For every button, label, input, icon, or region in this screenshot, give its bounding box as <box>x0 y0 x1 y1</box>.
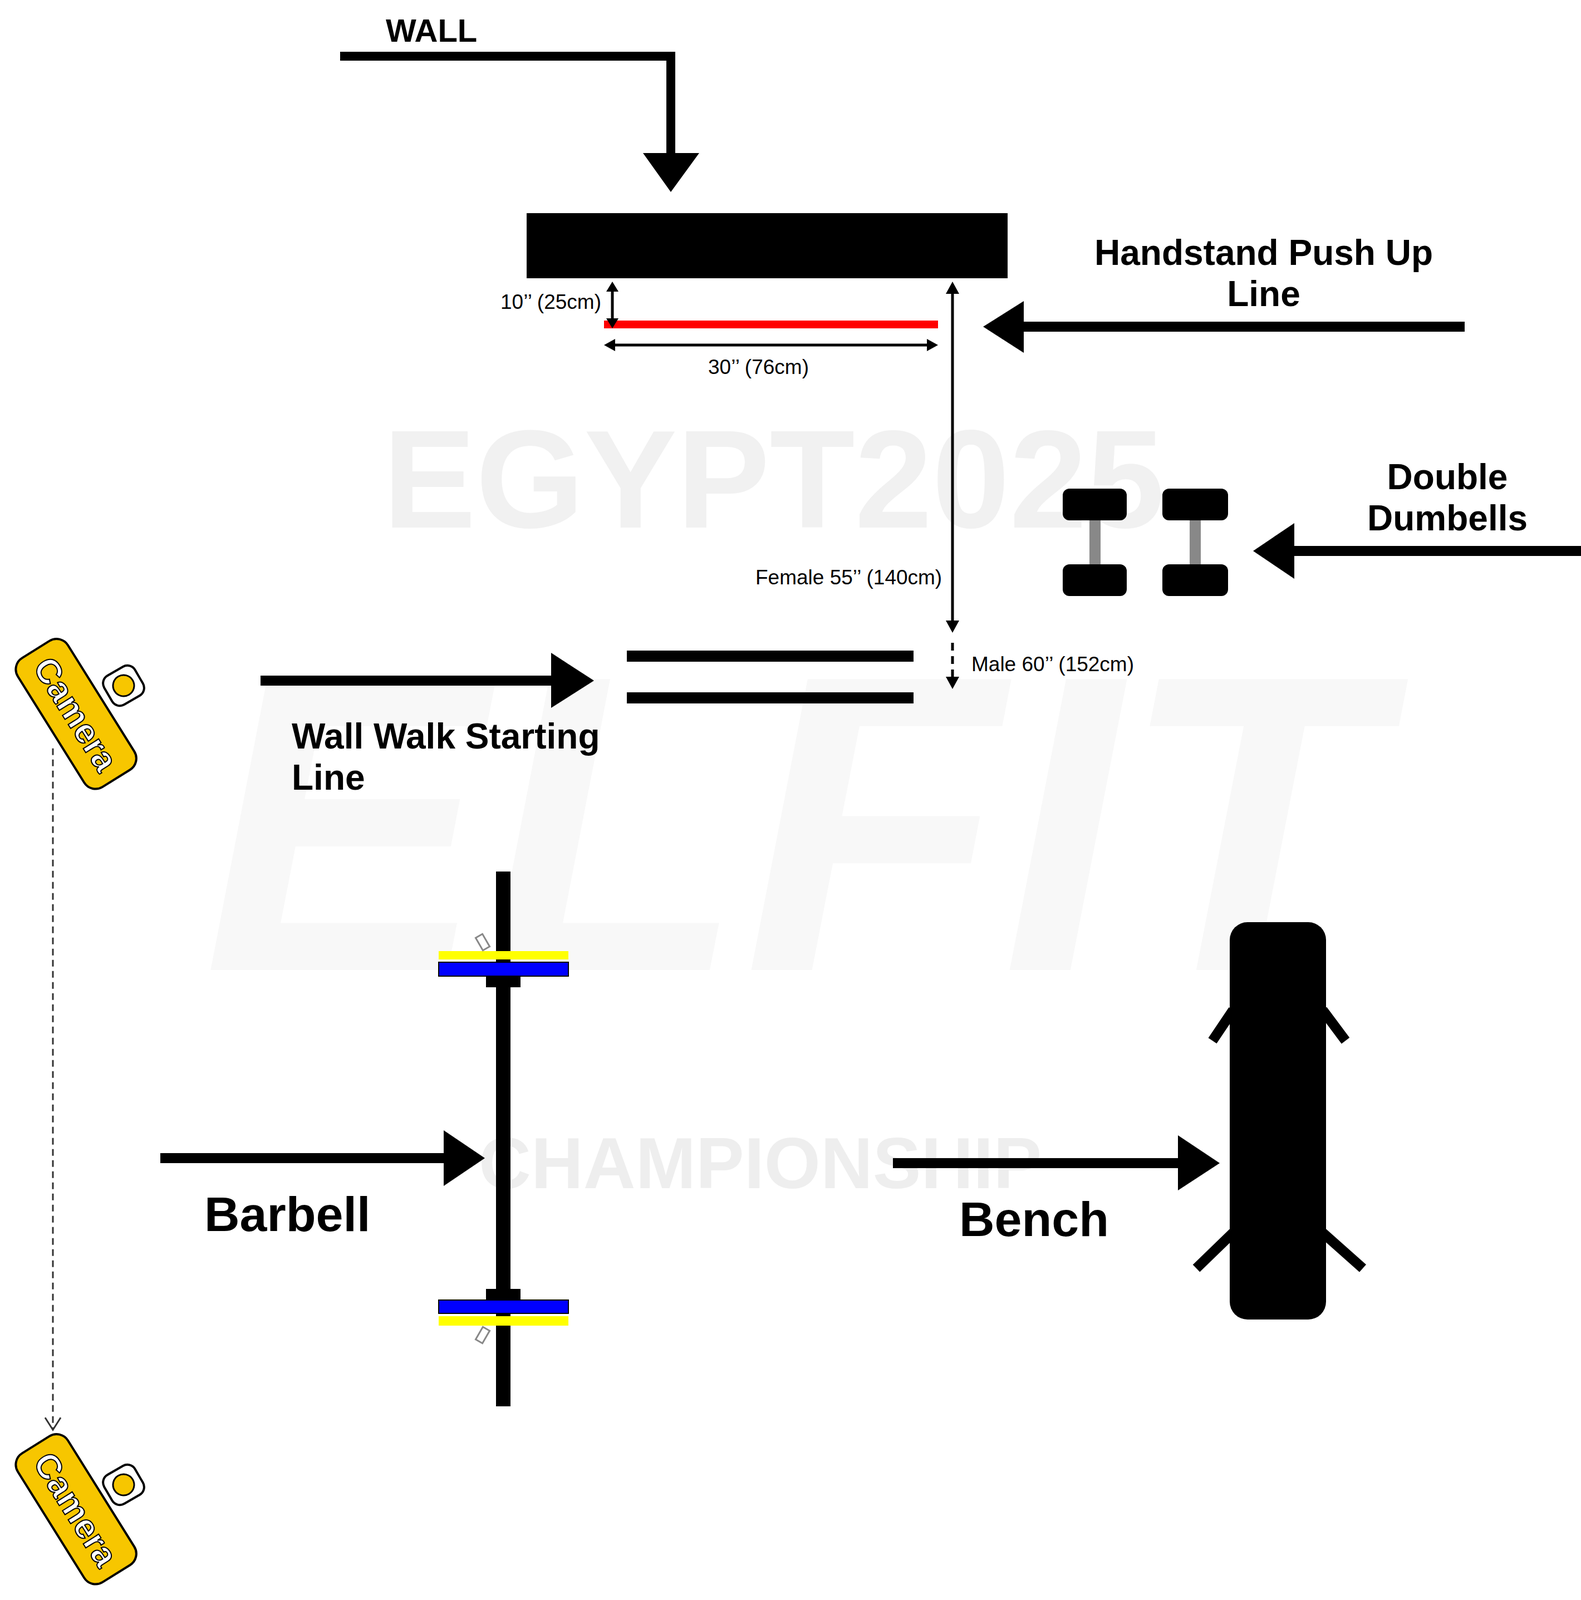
camera-track-line <box>45 748 61 1431</box>
camera-label: Camera <box>25 1445 127 1575</box>
handstand-push-up-line <box>604 320 939 329</box>
camera-label: Camera <box>25 650 127 779</box>
station-label: Double Dumbells <box>1324 457 1570 539</box>
camera-box: Camera <box>9 632 144 797</box>
watermark: EGYPT2025 <box>383 410 1165 550</box>
wall-label: WALL <box>385 12 478 50</box>
wall-walk-line <box>626 692 914 704</box>
bench <box>1196 922 1363 1320</box>
dimension-label: 30’’ (76cm) <box>708 355 809 380</box>
callout-arrow <box>260 675 557 686</box>
wall <box>526 213 1008 279</box>
callout-arrow <box>1291 546 1581 557</box>
wall-walk-line <box>626 650 914 662</box>
dimension-label: Female 55’’ (140cm) <box>755 566 942 591</box>
callout-arrow <box>160 1153 446 1164</box>
dimension-line <box>611 287 615 323</box>
station-label: Barbell <box>204 1186 371 1243</box>
camera-box: Camera <box>9 1427 144 1592</box>
station-label: Wall Walk Starting Line <box>291 716 637 799</box>
barbell <box>438 871 569 1407</box>
camera-lens <box>99 1461 147 1509</box>
callout-arrow <box>892 1158 1183 1169</box>
wall-arrow <box>340 56 671 156</box>
dimension-line <box>609 344 933 347</box>
station-label: Bench <box>959 1191 1109 1248</box>
dumbbells <box>1062 488 1229 597</box>
arrow-head <box>642 153 700 193</box>
station-label: Handstand Push Up Line <box>1063 232 1465 315</box>
dimension-label: Male 60’’ (152cm) <box>971 652 1134 677</box>
dimension-line <box>951 287 955 628</box>
dimension-label: 10’’ (25cm) <box>500 290 602 315</box>
dimension-line-dashed <box>951 642 955 682</box>
camera-lens <box>99 662 147 710</box>
callout-arrow <box>1018 321 1465 332</box>
